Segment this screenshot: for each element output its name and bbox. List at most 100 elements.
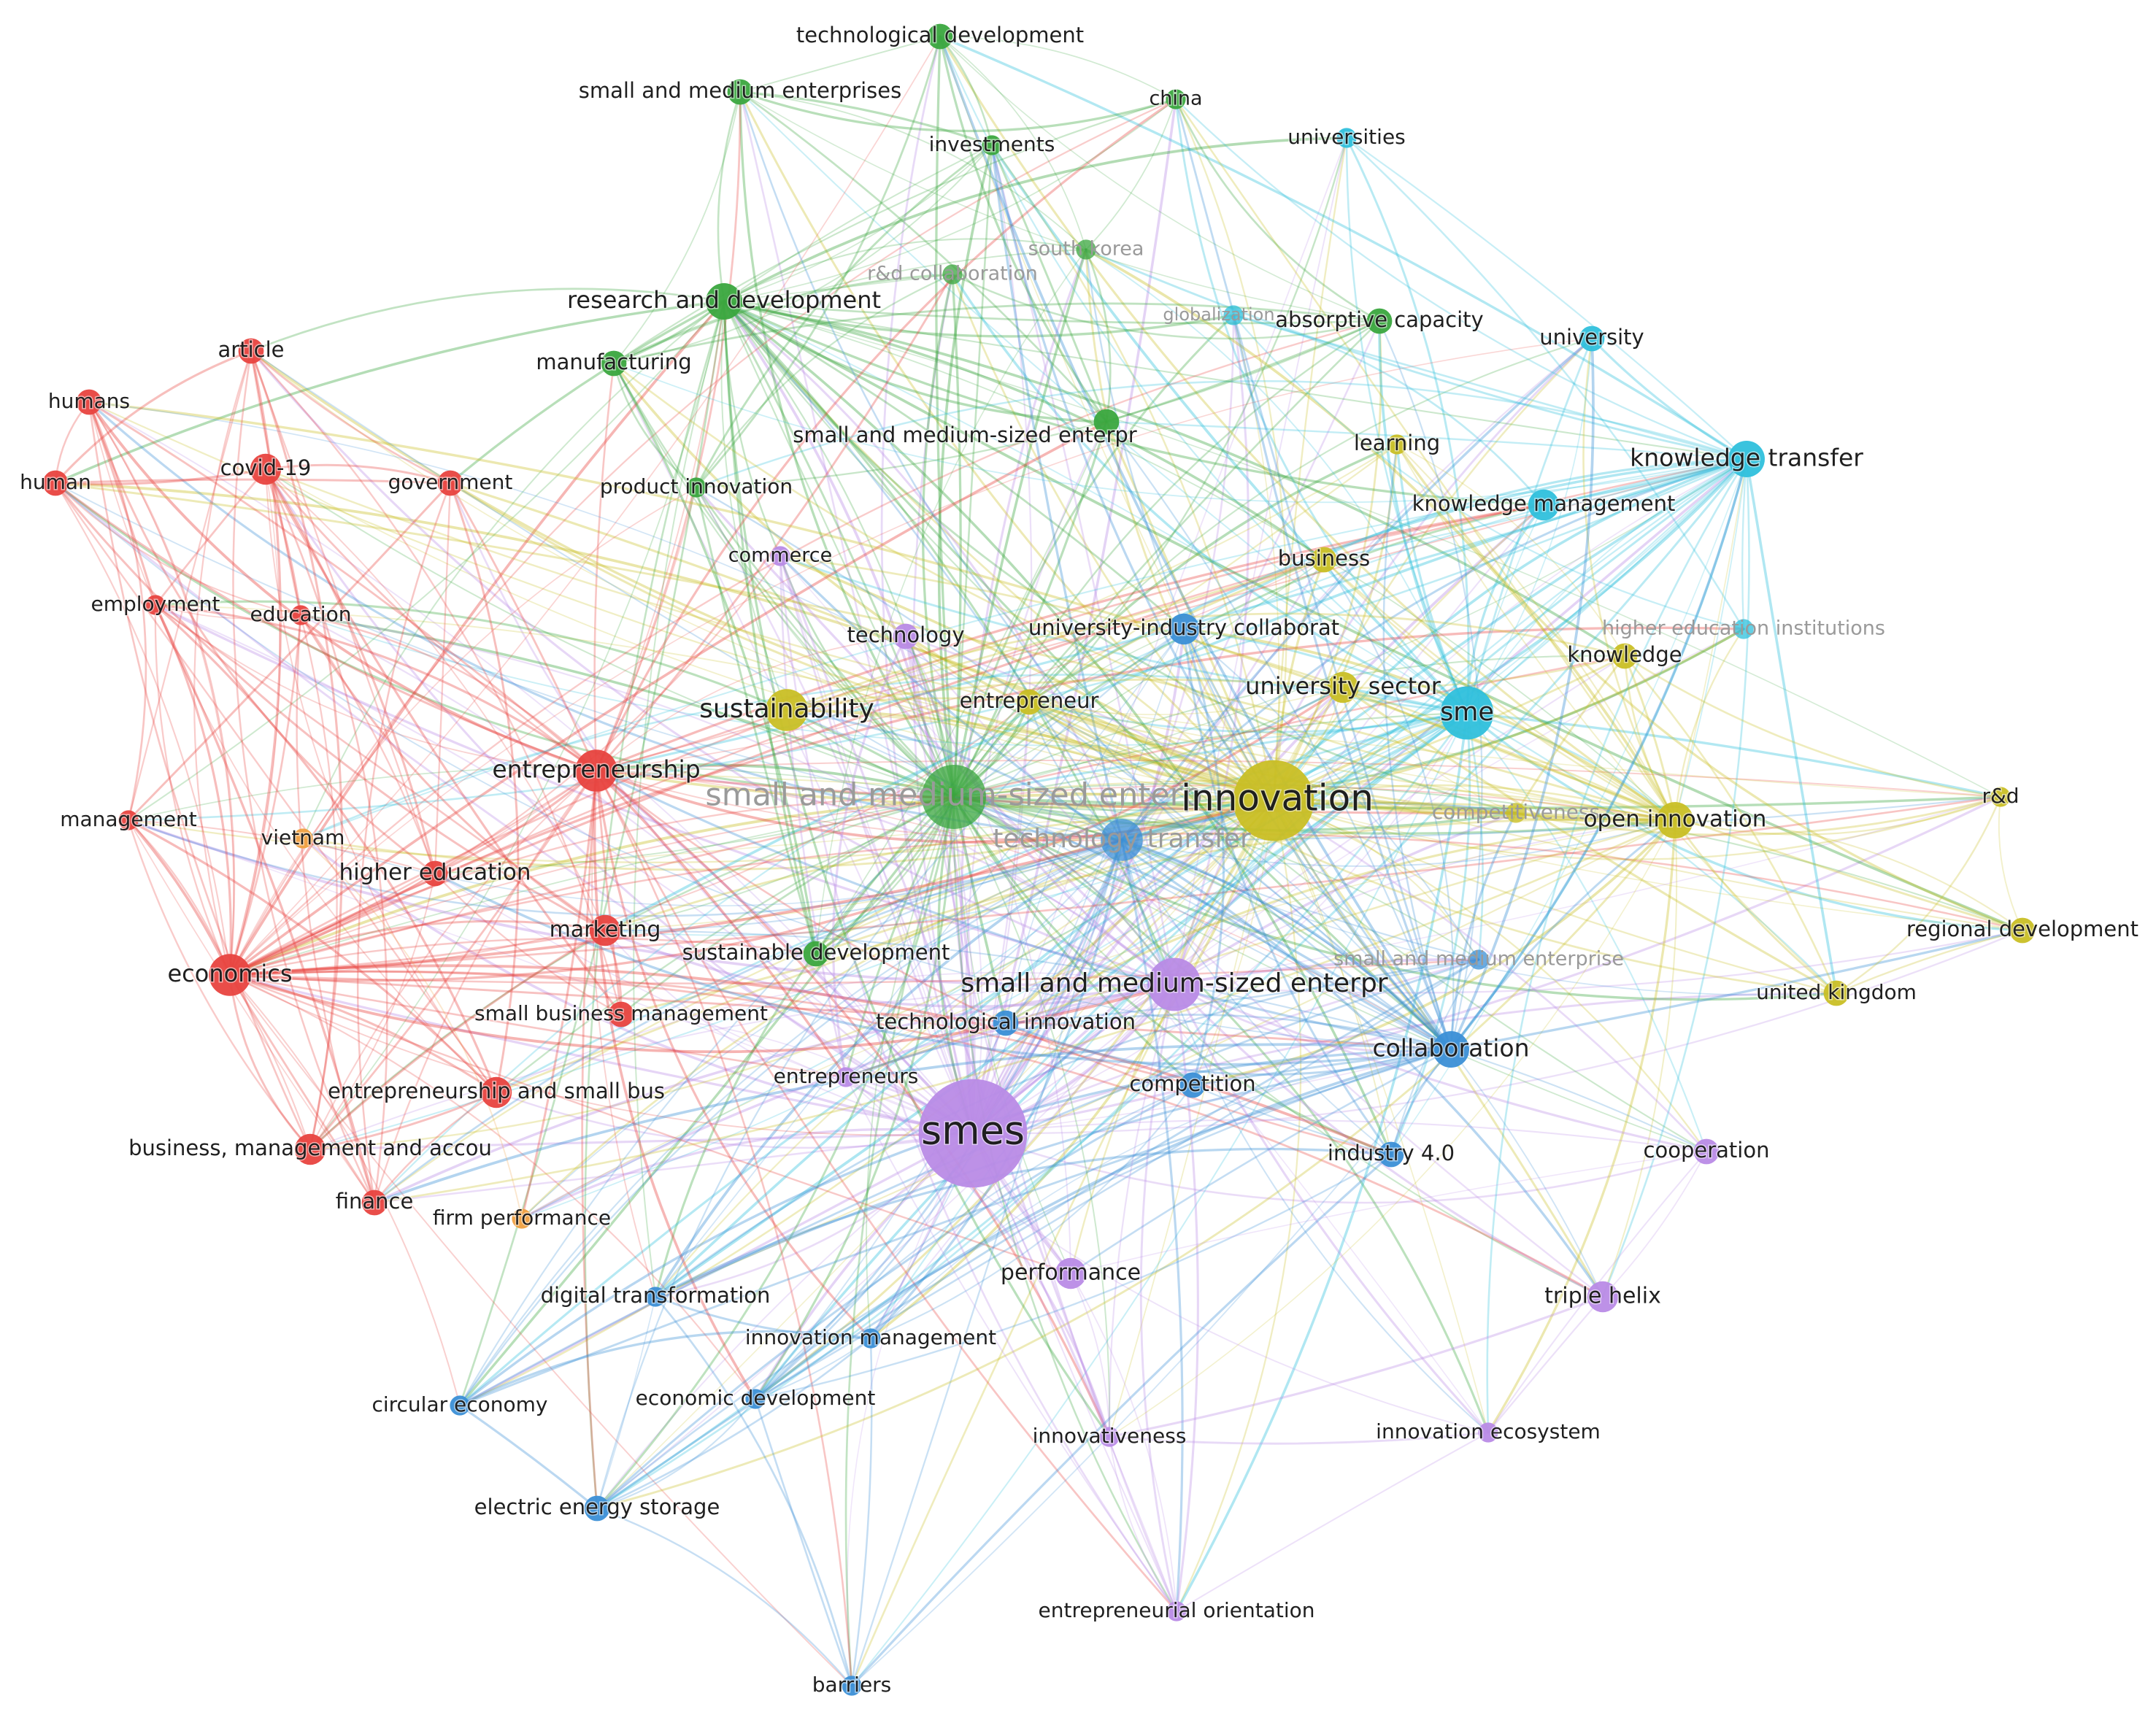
node-vietnam[interactable]: [293, 828, 313, 849]
node-globalization[interactable]: [1223, 305, 1244, 325]
node-technological-development[interactable]: [927, 23, 953, 50]
node-higher-education[interactable]: [422, 860, 448, 887]
node-rd[interactable]: [1990, 787, 2011, 807]
node-small-business-management[interactable]: [608, 1001, 634, 1027]
node-employment[interactable]: [145, 595, 166, 615]
node-university-industry-collaborat[interactable]: [1168, 613, 1200, 645]
node-finance[interactable]: [361, 1189, 388, 1216]
node-marketing[interactable]: [589, 914, 621, 946]
node-research-and-development[interactable]: [706, 283, 742, 320]
node-management[interactable]: [118, 810, 139, 830]
node-higher-education-institutions[interactable]: [1733, 619, 1754, 639]
node-small-and-medium-sized-enterpr-purple[interactable]: [1147, 957, 1201, 1011]
node-product-innovation[interactable]: [686, 477, 707, 498]
network-link: [1272, 337, 1593, 802]
node-manufacturing[interactable]: [601, 350, 627, 377]
network-nodes: [42, 23, 2036, 1696]
node-commerce[interactable]: [770, 546, 790, 566]
network-link: [952, 795, 1676, 835]
node-entrepreneurs[interactable]: [836, 1067, 856, 1087]
network-link: [952, 795, 1178, 1613]
node-university[interactable]: [1579, 325, 1605, 352]
node-united-kingdom[interactable]: [1823, 980, 1849, 1006]
node-education[interactable]: [290, 605, 311, 625]
network-link: [723, 144, 993, 302]
node-regional-development[interactable]: [2009, 917, 2036, 944]
node-sustainability[interactable]: [766, 689, 808, 731]
network-link: [723, 301, 1676, 821]
network-link: [54, 482, 974, 1135]
network-link: [1174, 137, 1347, 985]
node-innovation-management[interactable]: [861, 1328, 881, 1349]
node-small-and-medium-enterprise[interactable]: [1468, 949, 1489, 970]
network-link: [815, 320, 1381, 955]
network-link: [228, 973, 1072, 1275]
node-south-korea[interactable]: [1076, 239, 1096, 260]
node-collaboration[interactable]: [1433, 1031, 1469, 1068]
network-link: [739, 90, 993, 147]
network-link: [1028, 443, 1398, 703]
node-business[interactable]: [1311, 547, 1337, 573]
network-link: [127, 482, 452, 822]
node-industry-4-0[interactable]: [1378, 1141, 1404, 1168]
network-link: [458, 628, 1185, 1407]
node-entrepreneurship-and-small-bus[interactable]: [480, 1076, 512, 1108]
node-cooperation[interactable]: [1693, 1138, 1720, 1165]
node-open-innovation[interactable]: [1657, 802, 1693, 838]
node-entrepreneur[interactable]: [1016, 689, 1042, 715]
node-covid-19[interactable]: [250, 453, 282, 485]
label-knowledge: knowledge: [1567, 642, 1682, 667]
node-knowledge-management[interactable]: [1528, 489, 1560, 521]
node-economic-development[interactable]: [745, 1389, 766, 1409]
network-link: [1272, 628, 1745, 802]
node-entrepreneurial-orientation[interactable]: [1166, 1601, 1187, 1622]
node-china[interactable]: [1166, 89, 1186, 109]
network-link: [1105, 320, 1381, 423]
node-digital-transformation[interactable]: [645, 1287, 666, 1307]
network-link: [228, 973, 312, 1151]
node-absorptive-capacity[interactable]: [1366, 308, 1393, 334]
network-link: [739, 90, 974, 1135]
node-article[interactable]: [238, 338, 264, 364]
node-innovativeness[interactable]: [1099, 1427, 1120, 1447]
network-link: [1273, 800, 1392, 1155]
node-sme[interactable]: [1440, 686, 1494, 740]
node-sustainable-development[interactable]: [803, 941, 829, 967]
network-link: [604, 800, 1274, 931]
node-technology-transfer[interactable]: [1101, 819, 1143, 861]
node-technology[interactable]: [893, 623, 919, 649]
node-technological-innovation[interactable]: [993, 1010, 1019, 1036]
node-economics[interactable]: [209, 954, 251, 996]
node-innovation-ecosystem[interactable]: [1478, 1422, 1498, 1443]
node-investments[interactable]: [982, 135, 1002, 155]
node-knowledge-transfer[interactable]: [1728, 441, 1765, 477]
network-link: [739, 90, 1177, 133]
node-small-and-medium-sized-enterpr-green[interactable]: [1093, 409, 1120, 435]
network-link: [1835, 795, 2002, 995]
node-government[interactable]: [437, 470, 463, 496]
network-link: [1602, 1151, 1707, 1298]
network-link: [54, 350, 253, 485]
node-rd-collaboration[interactable]: [942, 264, 963, 285]
node-knowledge[interactable]: [1612, 643, 1638, 669]
node-small-and-medium-enterprises[interactable]: [727, 79, 753, 105]
node-circular-economy[interactable]: [450, 1395, 470, 1416]
node-competition[interactable]: [1179, 1072, 1206, 1098]
node-firm-performance[interactable]: [512, 1208, 532, 1229]
node-smes[interactable]: [918, 1079, 1028, 1188]
node-human[interactable]: [42, 470, 69, 496]
node-triple-helix[interactable]: [1587, 1281, 1619, 1313]
node-entrepreneurship[interactable]: [575, 749, 617, 792]
node-learning[interactable]: [1387, 434, 1407, 455]
node-university-sector[interactable]: [1327, 671, 1359, 703]
node-electric-energy-storage[interactable]: [584, 1495, 610, 1522]
node-small-and-medium-sized-enterp-big[interactable]: [922, 765, 986, 829]
node-business-management-and-accou[interactable]: [294, 1133, 326, 1165]
node-competitiveness[interactable]: [1506, 803, 1526, 823]
node-universities[interactable]: [1336, 128, 1357, 148]
node-barriers[interactable]: [842, 1676, 862, 1696]
network-link: [1486, 458, 1748, 1434]
node-humans[interactable]: [76, 389, 102, 415]
node-performance[interactable]: [1055, 1257, 1087, 1289]
node-innovation[interactable]: [1233, 760, 1314, 841]
